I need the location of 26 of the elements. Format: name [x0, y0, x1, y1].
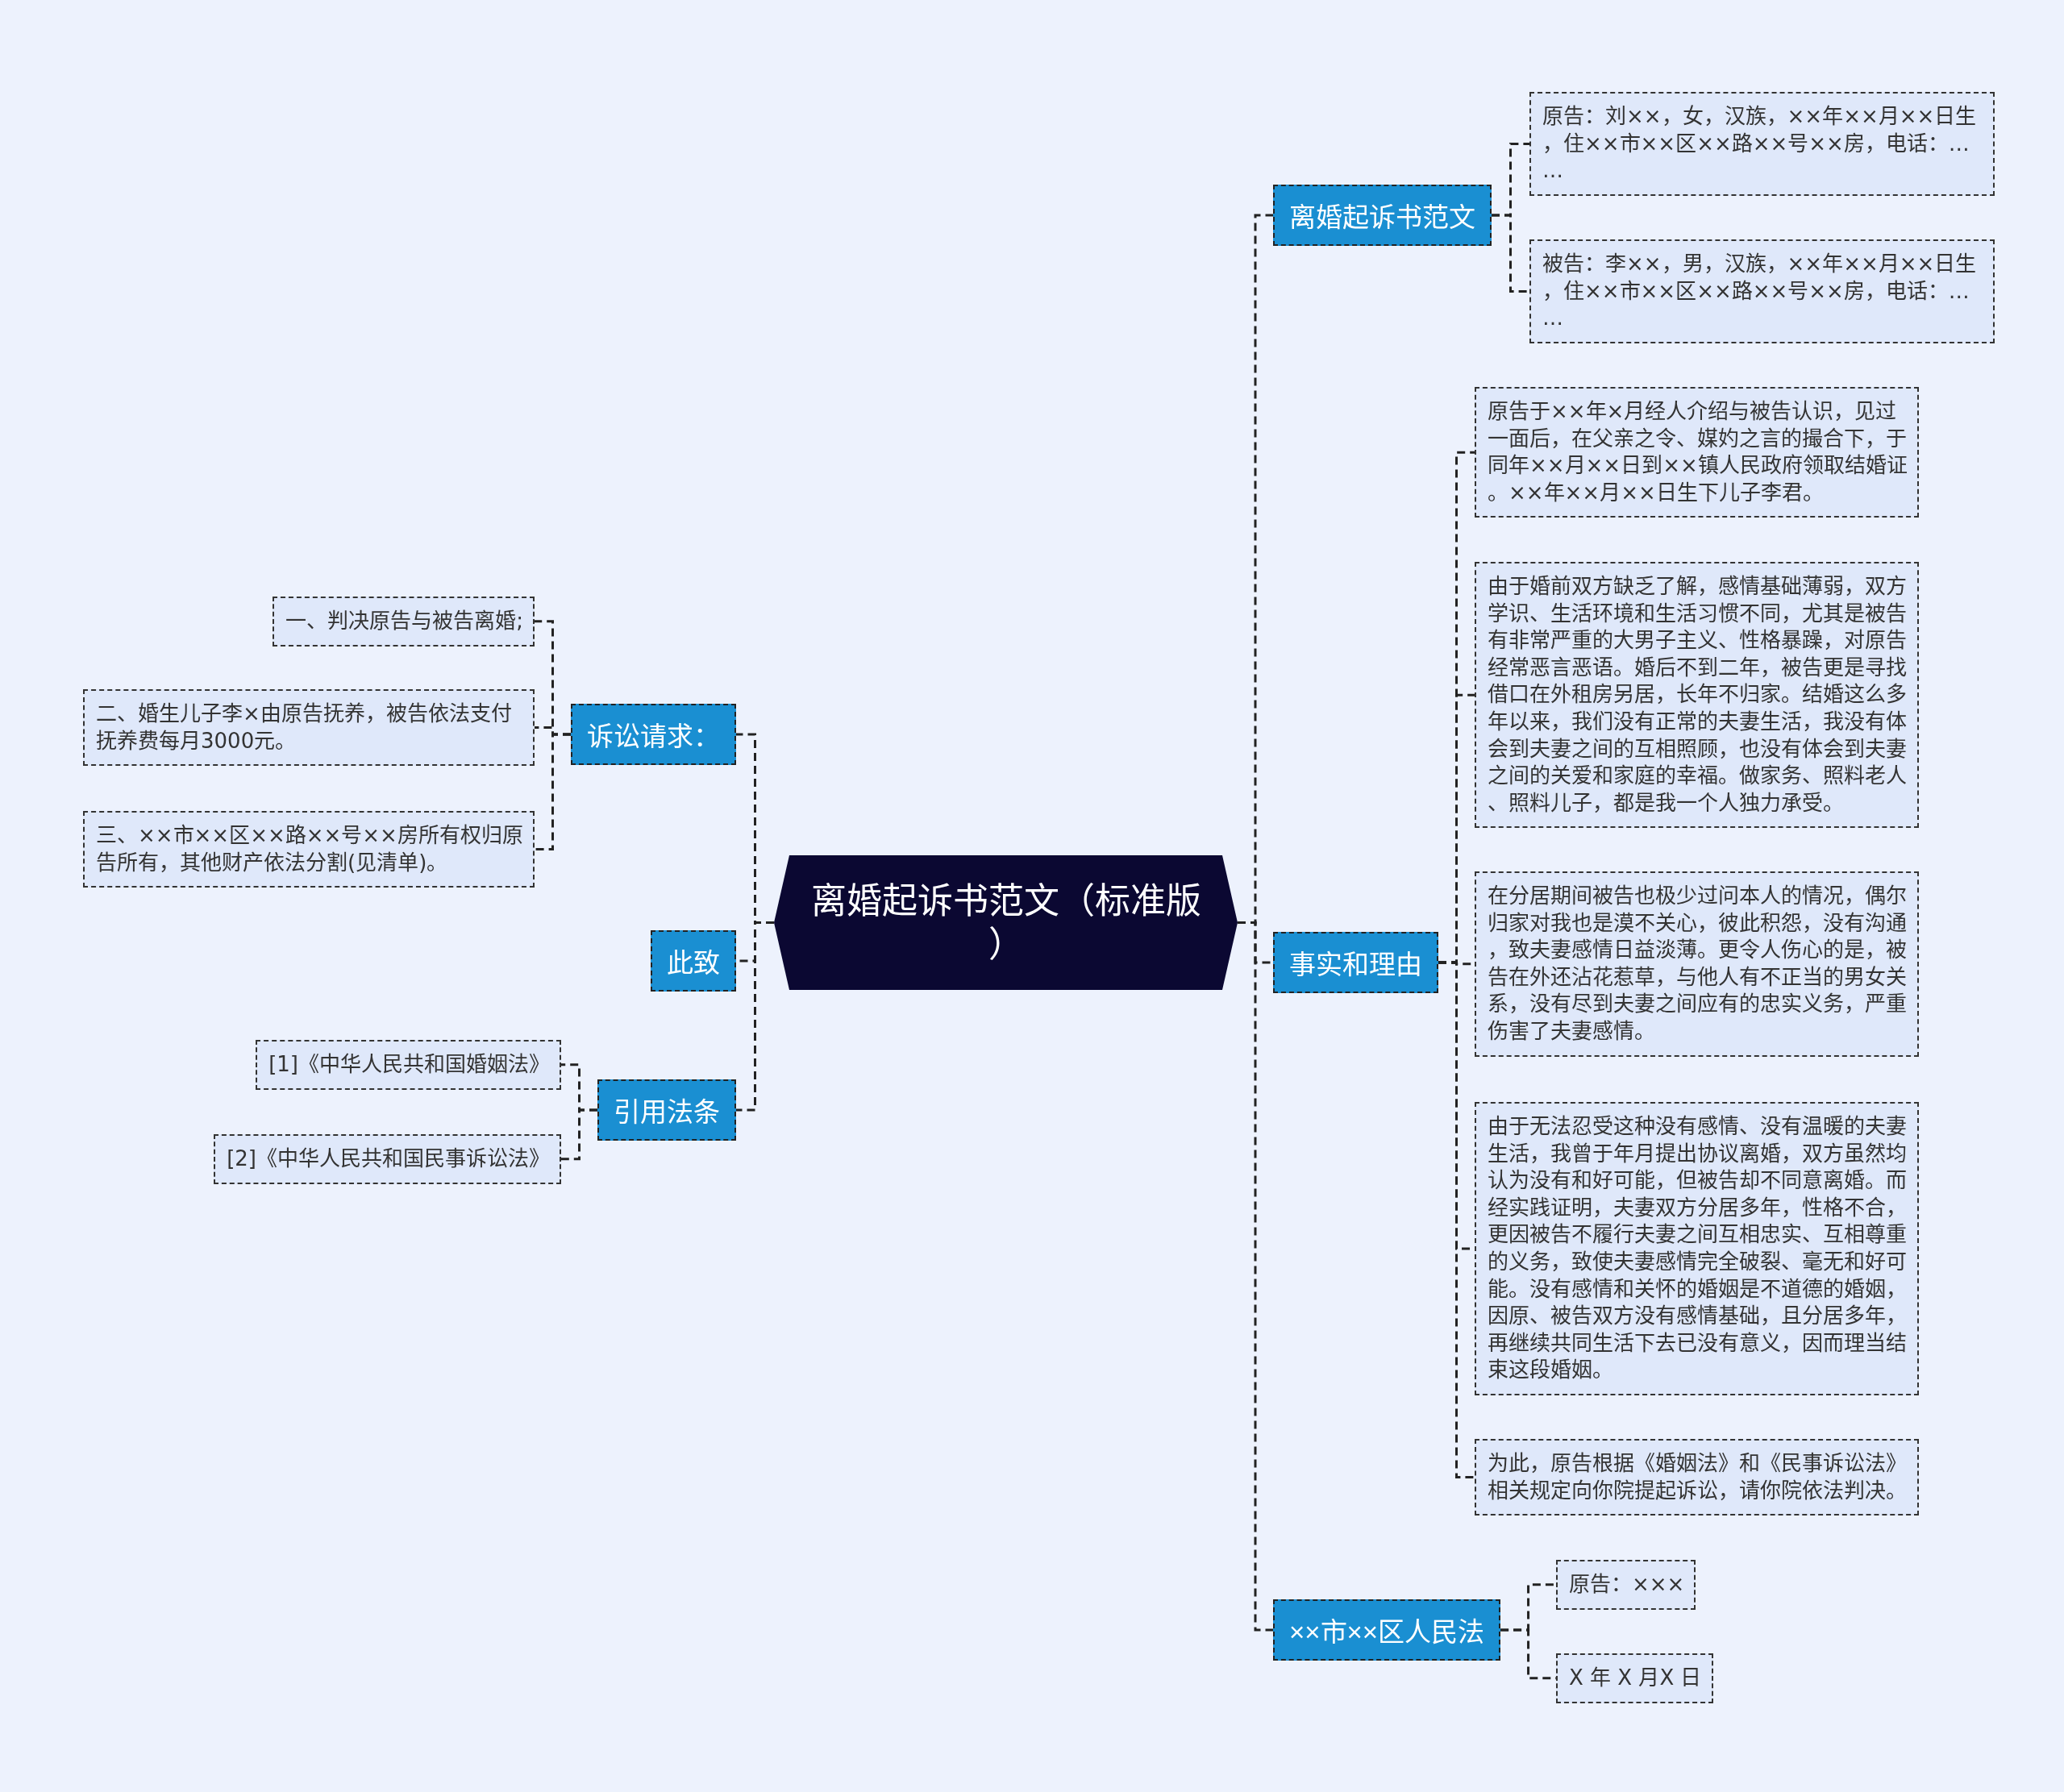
- note-box: 三、××市××区××路××号××房所有权归原告所有，其他财产依法分割(见清单)。: [83, 811, 535, 888]
- note-box: 原告：刘××，女，汉族，××年××月××日生，住××市××区××路××号××房，电话：……: [1529, 92, 1995, 196]
- note-box: X 年 X 月X 日: [1556, 1653, 1713, 1703]
- topic-box: ××市××区人民法: [1273, 1599, 1501, 1661]
- central-topic: 离婚起诉书范文（标准版）: [774, 855, 1238, 990]
- note-box: 为此，原告根据《婚姻法》和《民事诉讼法》相关规定向你院提起诉讼，请你院依法判决。: [1475, 1439, 1919, 1516]
- topic-box: 此致: [651, 930, 736, 992]
- note-box: 原告于××年×月经人介绍与被告认识，见过一面后，在父亲之令、媒妁之言的撮合下，于同年××月××日到××镇人民政府领取结婚证。××年××月××日生下儿子李君。: [1475, 387, 1919, 518]
- topic-box: 诉讼请求：: [571, 704, 736, 765]
- topic-box: 事实和理由: [1273, 932, 1438, 993]
- note-box: 由于无法忍受这种没有感情、没有温暖的夫妻生活，我曾于年月提出协议离婚，双方虽然均认为没有和好可能，但被告却不同意离婚。而经实践证明，夫妻双方分居多年，性格不合，更因被告不履行夫妻之间互相忠实、互相尊重的义务，致使夫妻感情完全破裂、毫无和好可能。没有感情和关怀的婚姻是不道德的婚姻，因原、被告双方没有感情基础，且分居多年，再继续共同生活下去已没有意义，因而理当结束这段婚姻。: [1475, 1102, 1919, 1395]
- topic-box: 引用法条: [597, 1079, 736, 1141]
- note-box: 二、婚生儿子李×由原告抚养，被告依法支付抚养费每月3000元。: [83, 689, 535, 767]
- connector-line: [1492, 214, 1529, 293]
- connector-line: [1438, 961, 1475, 1479]
- note-box: 由于婚前双方缺乏了解，感情基础薄弱，双方学识、生活环境和生活习惯不同，尤其是被告有非常严重的大男子主义、性格暴躁，对原告经常恶言恶语。婚后不到二年，被告更是寻找借口在外租房另居，长年不归家。结婚这么多年以来，我们没有正常的夫妻生活，我没有体会到夫妻之间的互相照顾，也没有体会到夫妻之间的关爱和家庭的幸福。做家务、照料老人、照料儿子，都是我一个人独力承受。: [1475, 562, 1919, 829]
- note-box: 在分居期间被告也极少过问本人的情况，偶尔归家对我也是漠不关心，彼此积怨，没有沟通，致夫妻感情日益淡薄。更令人伤心的是，被告在外还沾花惹草，与他人有不正当的男女关系，没有尽到夫妻之间应有的忠实义务，严重伤害了夫妻感情。: [1475, 871, 1919, 1057]
- note-box: [1]《中华人民共和国婚姻法》: [256, 1040, 561, 1090]
- note-box: [2]《中华人民共和国民事诉讼法》: [214, 1134, 561, 1184]
- topic-box: 离婚起诉书范文: [1273, 185, 1492, 246]
- connector-line: [561, 1108, 597, 1161]
- note-box: 一、判决原告与被告离婚;: [273, 597, 535, 647]
- connector-line: [736, 921, 774, 1112]
- note-box: 原告：×××: [1556, 1560, 1696, 1610]
- note-box: 被告：李××，男，汉族，××年××月××日生，住××市××区××路××号××房，电话：……: [1529, 239, 1995, 343]
- connector-line: [535, 733, 571, 851]
